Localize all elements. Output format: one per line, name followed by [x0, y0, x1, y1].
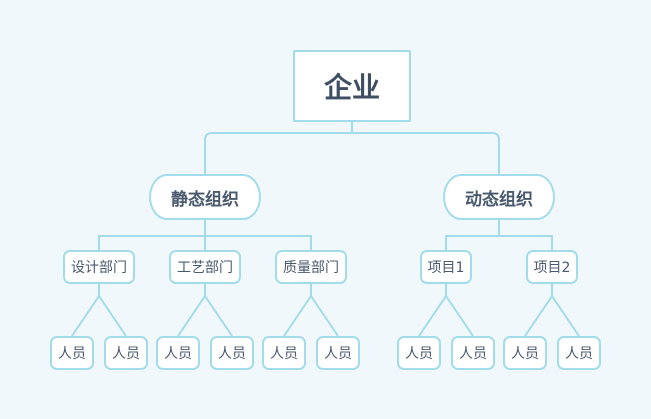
person-node: 人员	[156, 336, 200, 370]
project-1-node: 项目1	[420, 250, 472, 284]
connector-root	[204, 122, 500, 174]
person-node: 人员	[397, 336, 441, 370]
person-node: 人员	[557, 336, 601, 370]
design-dept-node: 设计部门	[63, 250, 135, 284]
root-node: 企业	[293, 50, 411, 122]
person-node: 人员	[104, 336, 148, 370]
connector-design-dept	[71, 284, 127, 337]
static-org-node: 静态组织	[149, 174, 261, 220]
connector-project-2	[524, 284, 580, 337]
process-dept-node: 工艺部门	[169, 250, 241, 284]
quality-dept-node: 质量部门	[275, 250, 347, 284]
connector-static-org	[98, 220, 312, 250]
project-2-node: 项目2	[526, 250, 578, 284]
person-node: 人员	[451, 336, 495, 370]
connector-quality-dept	[283, 284, 339, 337]
dynamic-org-node: 动态组织	[443, 174, 555, 220]
person-node: 人员	[503, 336, 547, 370]
connector-dynamic-org	[445, 220, 553, 250]
person-node: 人员	[50, 336, 94, 370]
connector-project-1	[418, 284, 474, 337]
connector-process-dept	[177, 284, 233, 337]
person-node: 人员	[210, 336, 254, 370]
person-node: 人员	[316, 336, 360, 370]
person-node: 人员	[262, 336, 306, 370]
